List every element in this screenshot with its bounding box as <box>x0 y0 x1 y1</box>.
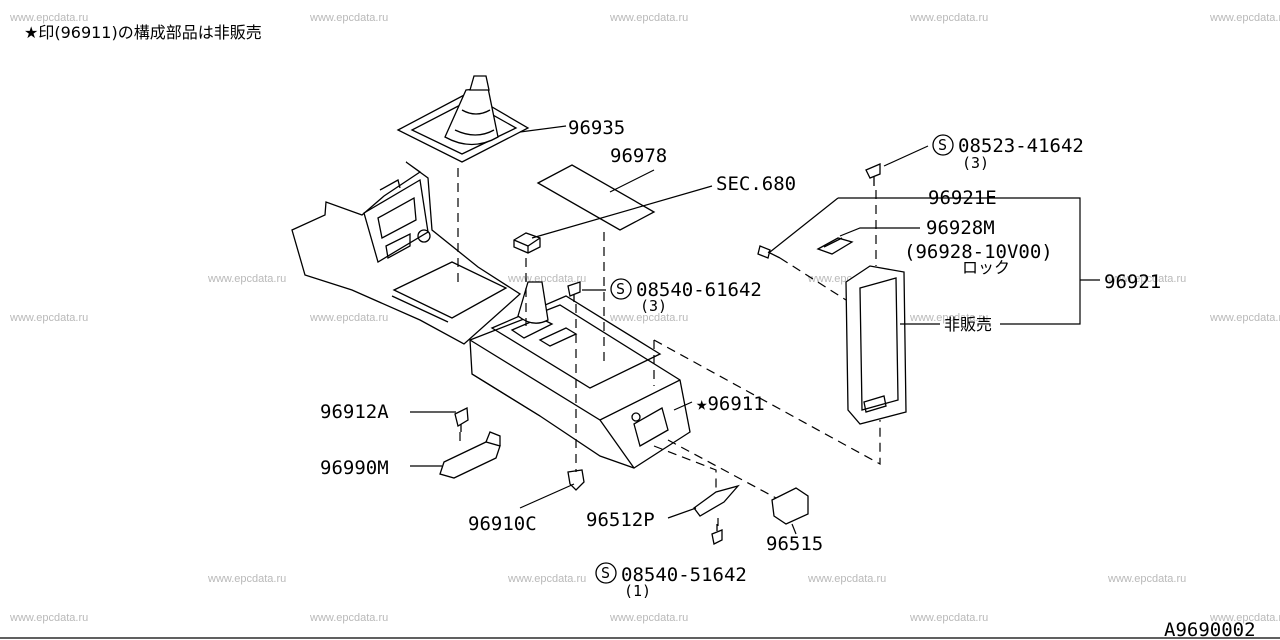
screw-a-part[interactable] <box>865 163 881 186</box>
screw-c-part[interactable] <box>711 524 723 545</box>
s-circle-icon <box>610 278 632 300</box>
label-screw3: 08540-51642 <box>621 564 747 586</box>
watermark: www.epcdata.ru <box>9 12 88 24</box>
watermark-layer: www.epcdata.ru www.epcdata.ru www.epcdat… <box>9 12 1280 624</box>
callouts: 96935 96978 SEC.680 S 08523-41642 (3) 96… <box>320 117 1256 640</box>
watermark: www.epcdata.ru <box>1107 573 1186 585</box>
watermark: www.epcdata.ru <box>1209 312 1280 324</box>
watermark: www.epcdata.ru <box>309 312 388 324</box>
diagram-code: A9690002 <box>1164 619 1256 640</box>
label-screw3-qty: (1) <box>624 582 651 600</box>
watermark: www.epcdata.ru <box>609 612 688 624</box>
cap-part[interactable] <box>513 232 541 254</box>
label-96928-alt: (96928-10V00) <box>904 241 1053 263</box>
s-mark: S <box>938 136 947 154</box>
clip-part[interactable] <box>454 406 469 432</box>
watermark: www.epcdata.ru <box>909 612 988 624</box>
screw-b-part[interactable] <box>567 281 581 302</box>
label-96512P: 96512P <box>586 509 655 531</box>
label-96911: ★96911 <box>696 393 765 415</box>
watermark: www.epcdata.ru <box>807 573 886 585</box>
label-screw1: 08523-41642 <box>958 135 1084 157</box>
watermark: www.epcdata.ru <box>207 273 286 285</box>
label-not-sold: 非販売 <box>944 315 992 334</box>
header-note: ★印(96911)の構成部品は非販売 <box>24 23 262 42</box>
watermark: www.epcdata.ru <box>1209 12 1280 24</box>
label-96928M: 96928M <box>926 217 995 239</box>
label-96935: 96935 <box>568 117 625 139</box>
label-lock: ロック <box>962 258 1010 277</box>
watermark: www.epcdata.ru <box>9 612 88 624</box>
s-circle-icon <box>595 562 617 584</box>
watermark: www.epcdata.ru <box>1209 612 1280 624</box>
watermark: www.epcdata.ru <box>609 312 688 324</box>
label-screw2-qty: (3) <box>640 297 667 315</box>
end-cap-part[interactable] <box>771 487 809 525</box>
watermark: www.epcdata.ru <box>309 612 388 624</box>
console-lid-part[interactable] <box>845 265 907 425</box>
watermark: www.epcdata.ru <box>309 12 388 24</box>
watermark: www.epcdata.ru <box>609 12 688 24</box>
label-screw1-qty: (3) <box>962 154 989 172</box>
watermark: www.epcdata.ru <box>9 312 88 324</box>
rear-console-part[interactable] <box>469 281 691 469</box>
watermark: www.epcdata.ru <box>909 312 988 324</box>
label-96990M: 96990M <box>320 457 389 479</box>
watermark: www.epcdata.ru <box>207 573 286 585</box>
s-mark: S <box>616 280 625 298</box>
shift-boot-part[interactable] <box>396 75 530 163</box>
label-96515: 96515 <box>766 533 823 555</box>
small-bracket-part[interactable] <box>693 484 740 517</box>
watermark: www.epcdata.ru <box>507 573 586 585</box>
bracket-part[interactable] <box>439 431 501 479</box>
watermark: www.epcdata.ru <box>909 12 988 24</box>
label-sec680: SEC.680 <box>716 173 796 195</box>
s-circle-icon <box>932 134 954 156</box>
s-mark: S <box>601 564 610 582</box>
watermark: www.epcdata.ru <box>1107 273 1186 285</box>
label-96921E: 96921E <box>928 187 997 209</box>
label-screw2: 08540-61642 <box>636 279 762 301</box>
label-96978: 96978 <box>610 145 667 167</box>
label-96910C: 96910C <box>468 513 537 535</box>
label-96921: 96921 <box>1104 271 1161 293</box>
grommet-part[interactable] <box>567 469 585 491</box>
label-96912A: 96912A <box>320 401 389 423</box>
sheet-part[interactable] <box>536 164 656 231</box>
hinge-pin-part[interactable] <box>757 245 781 259</box>
front-console-part[interactable] <box>291 161 522 345</box>
leader-lines <box>410 125 1100 535</box>
watermark: www.epcdata.ru <box>507 273 586 285</box>
lock-part[interactable] <box>816 237 854 255</box>
assembly-lines <box>457 168 881 526</box>
